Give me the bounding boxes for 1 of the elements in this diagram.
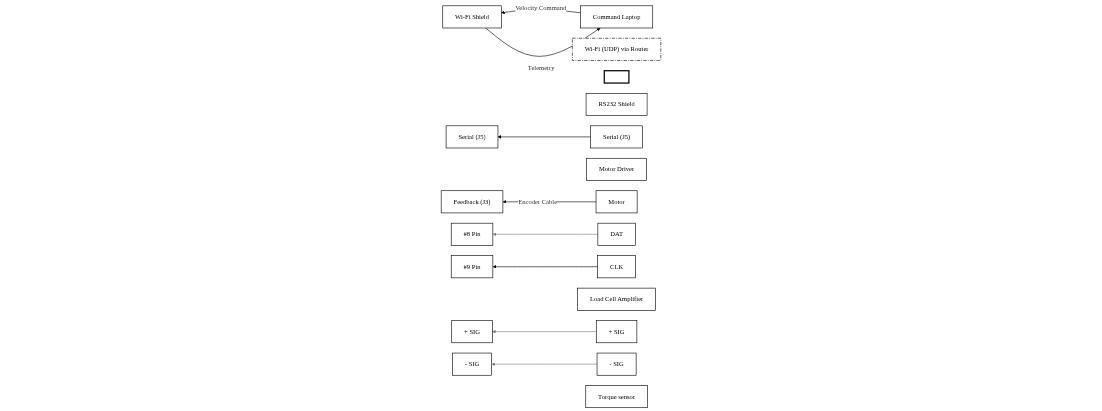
- node-bar: [603, 70, 630, 84]
